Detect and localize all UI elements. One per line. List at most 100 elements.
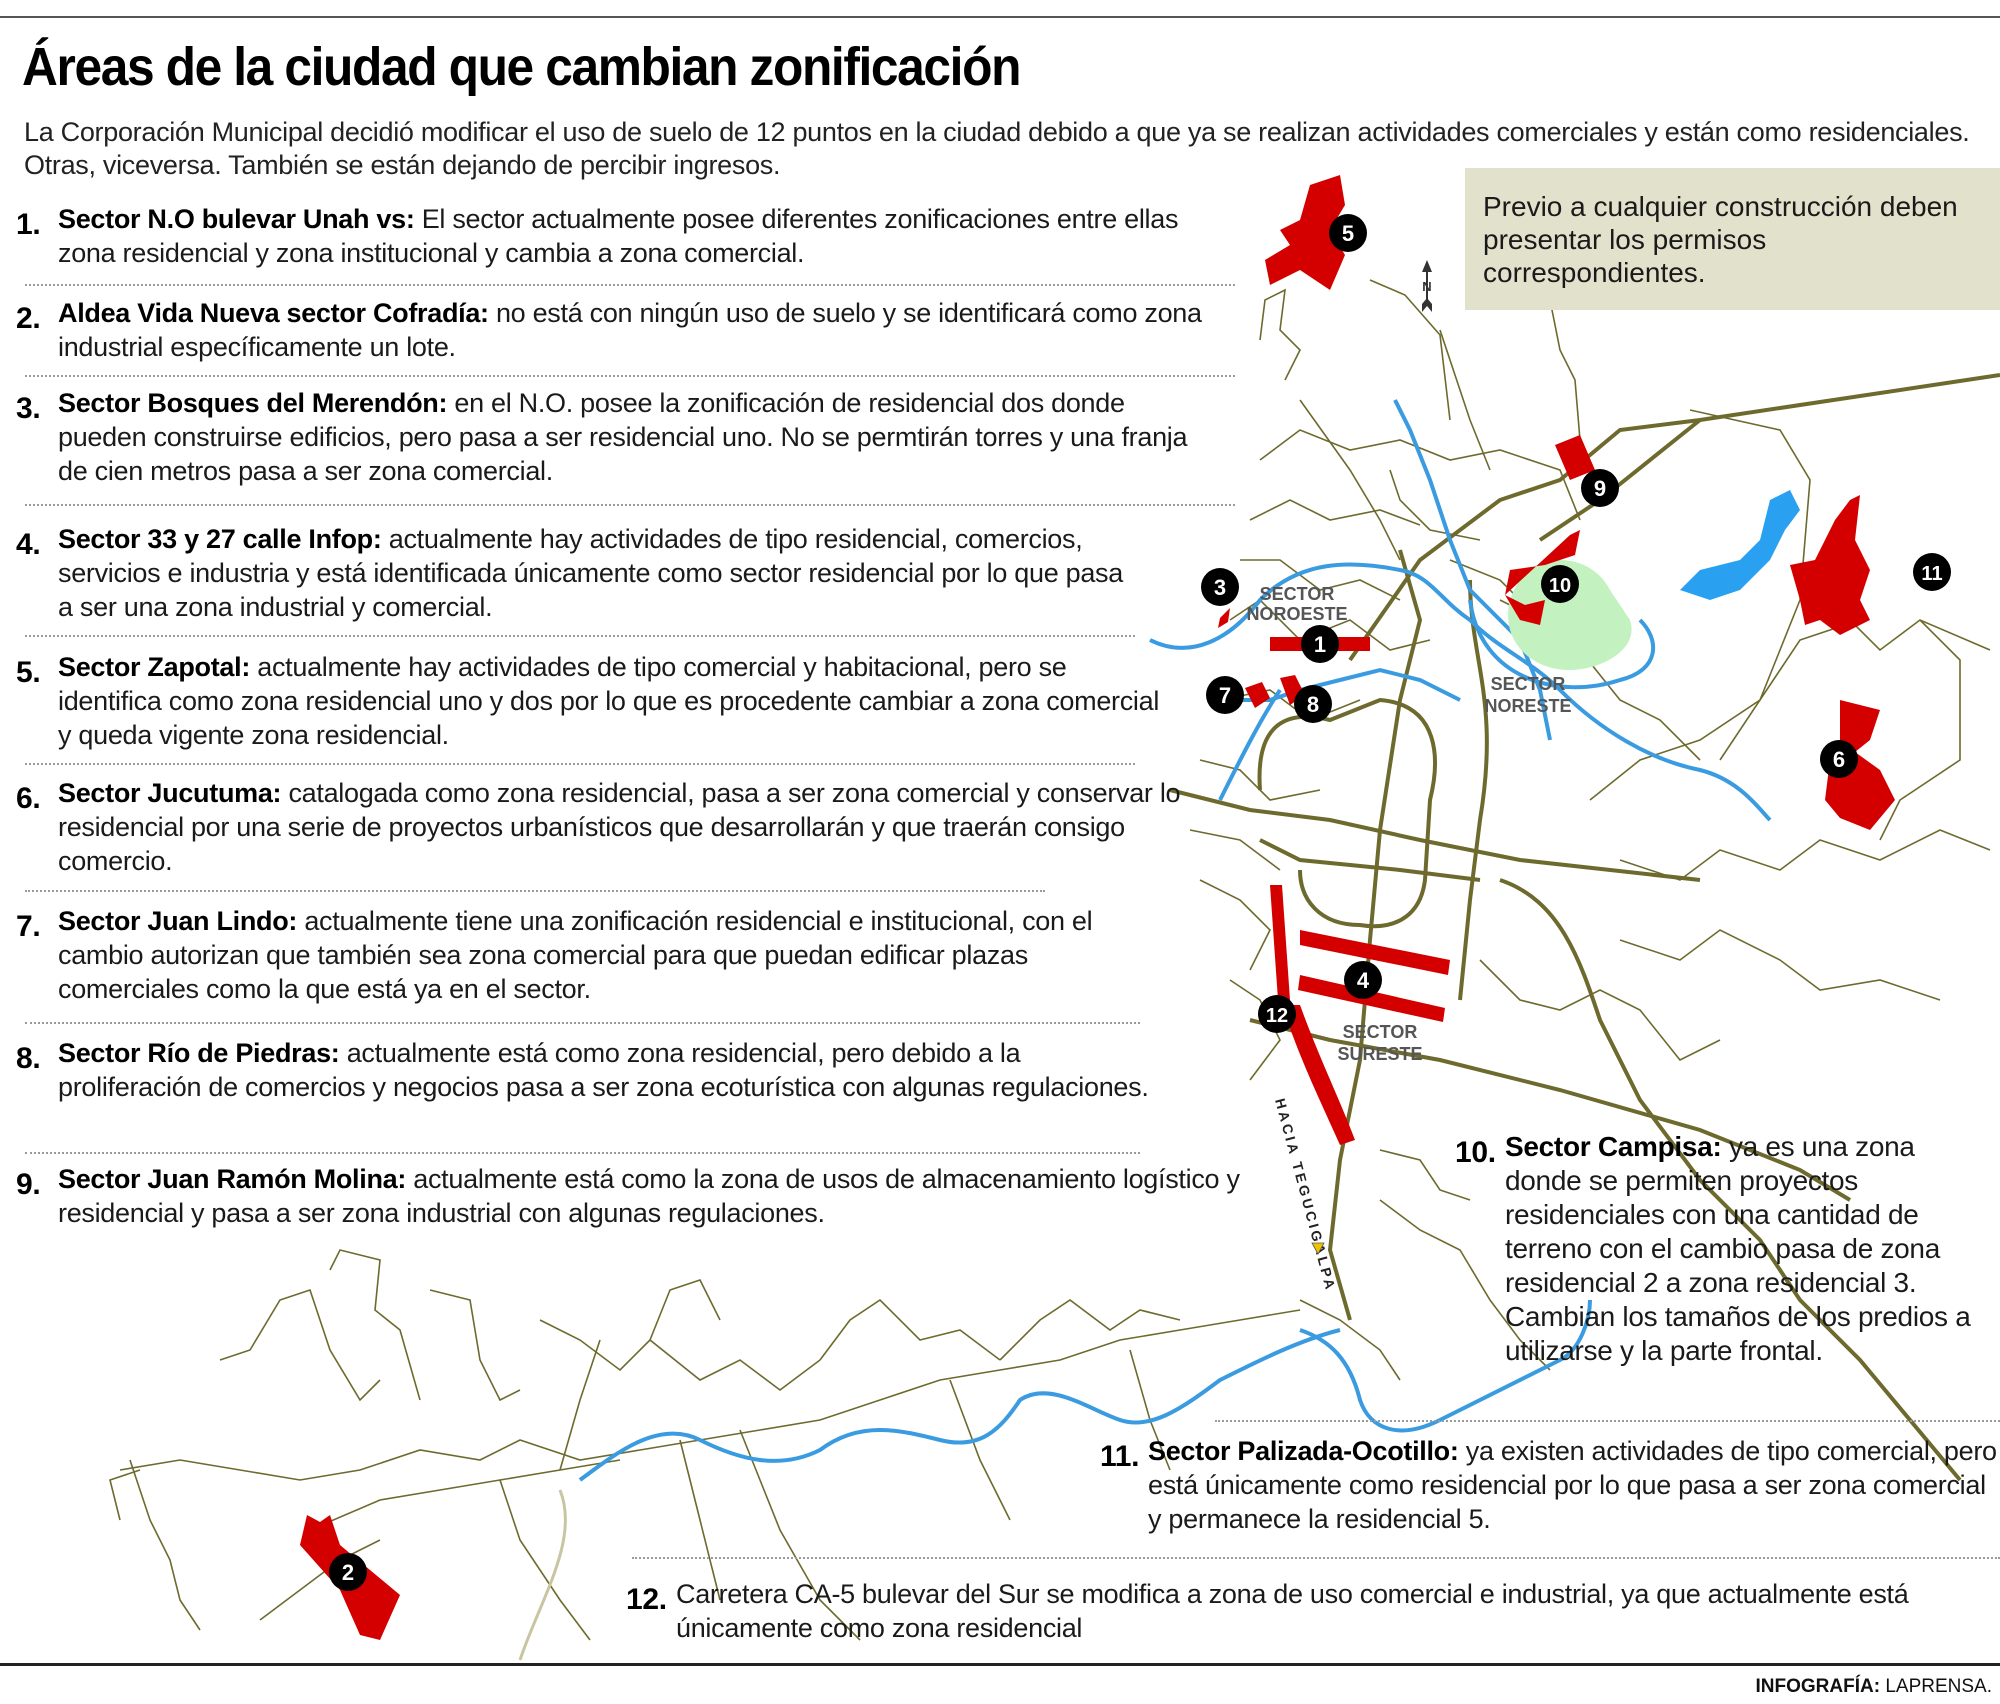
item-number: 6. [16, 782, 41, 815]
svg-text:10: 10 [1549, 575, 1571, 597]
item-body: actualmente está como la zona de usos de… [58, 1164, 1240, 1228]
separator [25, 635, 1135, 637]
item-body: El sector actualmente posee diferentes z… [58, 204, 1179, 268]
item-number: 10. [1455, 1136, 1496, 1169]
zone-12a [1270, 885, 1290, 1000]
item-number: 9. [16, 1168, 41, 1201]
item-heading: Sector Palizada-Ocotillo: [1148, 1436, 1459, 1466]
svg-text:9: 9 [1594, 476, 1606, 501]
item-heading: Aldea Vida Nueva sector Cofradía: [58, 298, 489, 328]
marker-12: 12 [1258, 995, 1296, 1033]
map-svg: N SECTOR NOROESTE SECTOR NORESTE SECTOR … [109, 175, 2000, 1661]
separator [25, 375, 1235, 377]
item-heading: Sector Bosques del Merendón: [58, 388, 448, 418]
marker-8: 8 [1294, 685, 1332, 723]
item-number: 1. [16, 208, 41, 241]
park-area [1508, 560, 1632, 670]
item-body: actualmente hay actividades de tipo resi… [58, 524, 1123, 622]
zone-11 [1790, 495, 1870, 635]
zone-item-9: 9. Sector Juan Ramón Molina: actualmente… [16, 1162, 1318, 1230]
marker-10: 10 [1541, 565, 1579, 603]
credit-value: LAPRENSA. [1880, 1676, 1992, 1697]
zone-item-10: 10. Sector Campisa: ya es una zona donde… [1455, 1130, 1995, 1368]
item-number: 12. [626, 1583, 667, 1616]
zone-item-12: 12. Carretera CA-5 bulevar del Sur se mo… [626, 1577, 1966, 1645]
separator [25, 284, 1235, 286]
zone-4b [1298, 975, 1445, 1022]
credit-label: INFOGRAFÍA: [1755, 1676, 1881, 1697]
item-heading: Sector N.O bulevar Unah vs: [58, 204, 415, 234]
top-rule [0, 16, 2000, 18]
item-heading: Sector Jucutuma: [58, 778, 282, 808]
zone-item-4: 4. Sector 33 y 27 calle Infop: actualmen… [16, 522, 1138, 624]
zone-item-3: 3. Sector Bosques del Merendón: en el N.… [16, 386, 1218, 488]
zone-areas [300, 175, 1895, 1640]
sector-noroeste-line1: SECTOR [1260, 584, 1335, 604]
north-arrow: N [1422, 260, 1432, 312]
item-body: ya es una zona donde se permiten proyect… [1505, 1131, 1971, 1366]
north-label: N [1422, 279, 1431, 294]
marker-2: 2 [329, 1553, 367, 1591]
item-body: Carretera CA-5 bulevar del Sur se modifi… [676, 1579, 1909, 1643]
sector-sureste-line2: SURESTE [1337, 1044, 1422, 1064]
bottom-rule [0, 1663, 2000, 1666]
item-heading: Sector Río de Piedras: [58, 1038, 340, 1068]
item-number: 5. [16, 656, 41, 689]
svg-text:3: 3 [1214, 575, 1226, 600]
zone-3 [1218, 608, 1230, 628]
item-number: 7. [16, 910, 41, 943]
svg-text:5: 5 [1342, 221, 1354, 246]
marker-4: 4 [1344, 961, 1382, 999]
svg-text:12: 12 [1266, 1005, 1288, 1027]
item-body: ya existen actividades de tipo comercial… [1148, 1436, 1997, 1534]
svg-text:1: 1 [1314, 632, 1326, 657]
separator [25, 890, 1045, 892]
item-body: en el N.O. posee la zonificación de resi… [58, 388, 1188, 486]
intro-text: La Corporación Municipal decidió modific… [24, 117, 1970, 180]
item-body: catalogada como zona residencial, pasa a… [58, 778, 1181, 876]
item-body: actualmente tiene una zonificación resid… [58, 906, 1093, 1004]
sector-noreste-line1: SECTOR [1491, 674, 1566, 694]
item-body: actualmente está como zona residencial, … [58, 1038, 1149, 1102]
item-heading: Sector Campisa: [1505, 1131, 1722, 1162]
separator [25, 504, 1235, 506]
sector-noroeste-line2: NOROESTE [1246, 604, 1347, 624]
separator [25, 1022, 1140, 1024]
item-number: 3. [16, 392, 41, 425]
zone-10 [1505, 530, 1580, 625]
item-number: 2. [16, 302, 41, 335]
svg-text:8: 8 [1307, 692, 1319, 717]
river-branch [518, 1489, 567, 1661]
page-title: Áreas de la ciudad que cambian zonificac… [22, 37, 1021, 97]
marker-7: 7 [1206, 676, 1244, 714]
zone-9 [1555, 435, 1595, 480]
main-roads [1169, 373, 2000, 1482]
marker-1: 1 [1301, 625, 1339, 663]
zone-item-7: 7. Sector Juan Lindo: actualmente tiene … [16, 904, 1118, 1006]
permits-note: Previo a cualquier construcción deben pr… [1465, 168, 2000, 310]
svg-text:6: 6 [1833, 747, 1845, 772]
separator [25, 1152, 1140, 1154]
svg-text:2: 2 [342, 1560, 354, 1585]
separator [632, 1557, 2000, 1559]
marker-11: 11 [1913, 553, 1951, 591]
city-map: N SECTOR NOROESTE SECTOR NORESTE SECTOR … [0, 160, 2000, 1700]
marker-6: 6 [1820, 740, 1858, 778]
item-number: 4. [16, 528, 41, 561]
zone-item-6: 6. Sector Jucutuma: catalogada como zona… [16, 776, 1188, 878]
zone-item-2: 2. Aldea Vida Nueva sector Cofradía: no … [16, 296, 1258, 364]
item-body: actualmente hay actividades de tipo come… [58, 652, 1160, 750]
marker-9: 9 [1581, 469, 1619, 507]
svg-text:7: 7 [1219, 683, 1231, 708]
zone-6 [1825, 700, 1895, 830]
zone-5 [1265, 175, 1345, 290]
item-heading: Sector Juan Lindo: [58, 906, 298, 936]
lake [1680, 490, 1800, 600]
zone-item-8: 8. Sector Río de Piedras: actualmente es… [16, 1036, 1168, 1104]
zone-item-11: 11. Sector Palizada-Ocotillo: ya existen… [1100, 1434, 1998, 1536]
marker-5: 5 [1329, 214, 1367, 252]
marker-3: 3 [1201, 568, 1239, 606]
sector-noreste-line2: NORESTE [1484, 696, 1571, 716]
separator [1215, 1420, 2000, 1422]
permits-note-text: Previo a cualquier construcción deben pr… [1483, 191, 1958, 288]
